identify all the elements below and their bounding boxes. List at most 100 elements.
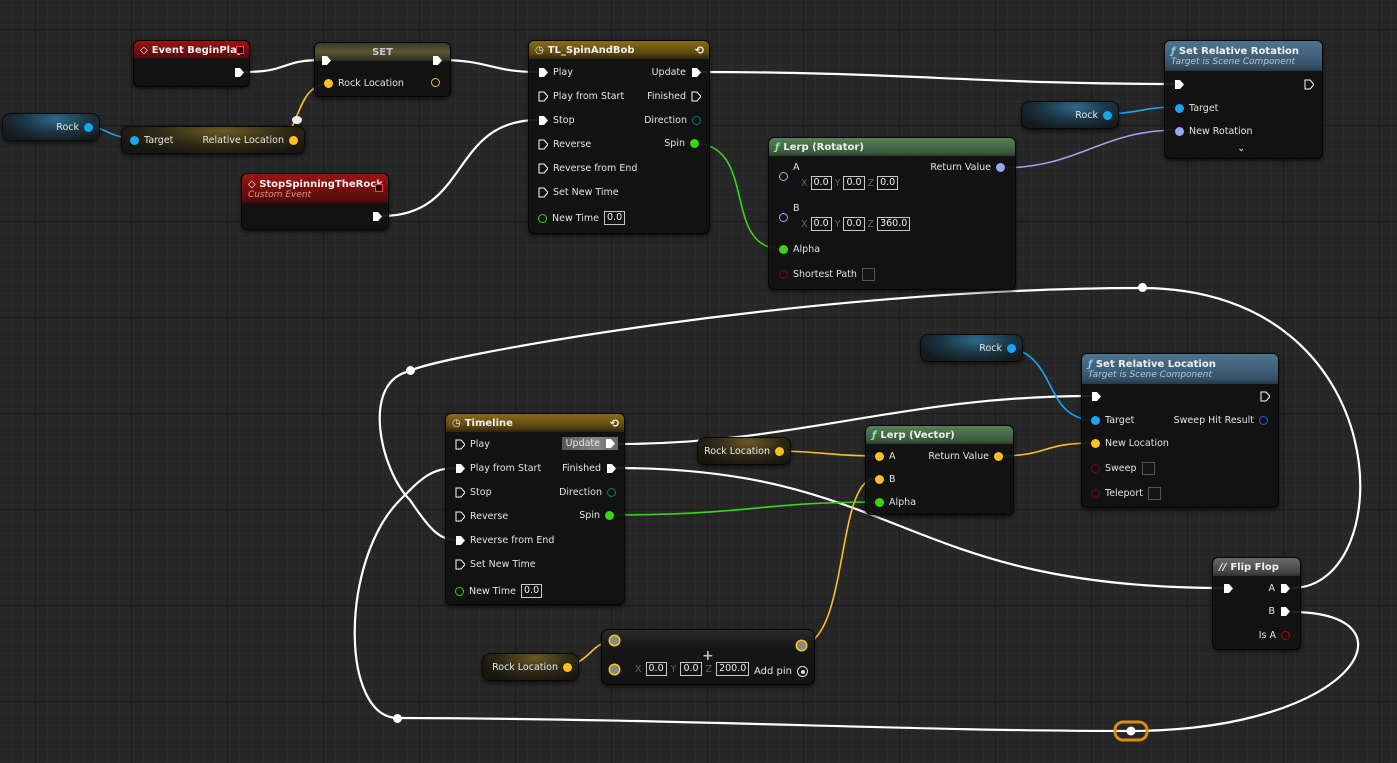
exec-out-pin[interactable] (1260, 391, 1270, 402)
set-new-time-input-pin[interactable]: Set New Time (538, 187, 619, 198)
rock-location-variable-get-node[interactable]: Rock Location (697, 437, 791, 465)
sweep-hit-result-output-pin[interactable]: Sweep Hit Result (1174, 415, 1268, 426)
vector-pin-icon[interactable] (563, 662, 572, 672)
rock-location-input-pin[interactable]: Rock Location (324, 78, 404, 89)
add-pin-button[interactable]: Add pin (754, 666, 808, 677)
alpha-input-pin[interactable]: Alpha (875, 497, 916, 508)
exec-out-pin[interactable] (234, 67, 244, 78)
object-pin-icon[interactable] (84, 122, 93, 132)
target-input-pin[interactable]: Target (130, 135, 173, 146)
play-from-start-input-pin[interactable]: Play from Start (538, 91, 624, 102)
stop-spinning-event-node[interactable]: ◇ StopSpinningTheRock Custom Event (241, 173, 389, 230)
a-output-pin[interactable]: A (1269, 583, 1290, 594)
object-pin-icon[interactable] (1103, 110, 1112, 120)
tl-spin-and-bob-node[interactable]: ◷ TL_SpinAndBob ⟲ Play Play from Start S… (528, 40, 710, 234)
delegate-pin-icon[interactable] (375, 184, 383, 192)
target-input-pin[interactable]: Target (1175, 103, 1218, 114)
b-x-field[interactable]: 0.0 (810, 217, 832, 231)
shortest-path-input-pin[interactable]: Shortest Path (779, 268, 875, 281)
b-z-field[interactable]: 360.0 (877, 217, 911, 231)
target-input-pin[interactable]: Target (1091, 415, 1134, 426)
set-relative-location-node[interactable]: ƒ Set Relative Location Target is Scene … (1081, 353, 1279, 508)
new-time-input-pin[interactable]: New Time 0.0 (538, 211, 626, 225)
rock-variable-get-node[interactable]: Rock (1021, 101, 1119, 129)
b-output-pin[interactable]: B (1268, 606, 1290, 617)
new-time-field[interactable]: 0.0 (604, 211, 626, 225)
b-x-field[interactable]: 0.0 (645, 662, 667, 676)
reroute-knot-left[interactable] (406, 366, 415, 375)
new-time-field[interactable]: 0.0 (521, 584, 543, 598)
sweep-input-pin[interactable]: Sweep (1091, 462, 1155, 475)
exec-in-pin[interactable] (1174, 79, 1184, 90)
output-pin[interactable] (797, 641, 806, 650)
flip-flop-node[interactable]: // Flip Flop A B Is A (1212, 557, 1301, 650)
stop-input-pin[interactable]: Stop (455, 487, 492, 498)
exec-out-pin[interactable] (372, 211, 382, 222)
reverse-from-end-input-pin[interactable]: Reverse from End (455, 535, 554, 546)
new-location-input-pin[interactable]: New Location (1091, 438, 1169, 449)
update-output-pin[interactable]: Update (652, 67, 701, 78)
exec-out-pin[interactable] (432, 55, 442, 66)
a-input-pin[interactable] (779, 172, 788, 181)
update-output-pin[interactable]: Update (561, 437, 618, 450)
rock-variable-get-node[interactable]: Rock (2, 113, 100, 141)
b-input-pin[interactable]: B (875, 474, 896, 485)
finished-output-pin[interactable]: Finished (562, 463, 616, 474)
rock-variable-get-node[interactable]: Rock (920, 334, 1023, 362)
vector-pin-icon[interactable] (775, 446, 784, 456)
play-input-pin[interactable]: Play (455, 439, 490, 450)
event-begin-play-node[interactable]: ◇ Event BeginPlay (133, 40, 250, 87)
set-relative-rotation-node[interactable]: ƒ Set Relative Rotation Target is Scene … (1164, 40, 1323, 159)
reverse-input-pin[interactable]: Reverse (538, 139, 591, 150)
shortest-path-checkbox[interactable] (861, 268, 875, 281)
is-a-output-pin[interactable]: Is A (1259, 630, 1290, 641)
chevron-down-icon[interactable]: ⌄ (1237, 143, 1246, 154)
b-y-field[interactable]: 0.0 (843, 217, 865, 231)
return-value-output-pin[interactable]: Return Value (928, 451, 1003, 462)
timeline-node[interactable]: ◷ Timeline ⟲ Play Play from Start Stop R… (445, 413, 625, 605)
set-new-time-input-pin[interactable]: Set New Time (455, 559, 536, 570)
a-y-field[interactable]: 0.0 (843, 176, 865, 190)
a-x-field[interactable]: 0.0 (810, 176, 832, 190)
stop-input-pin[interactable]: Stop (538, 115, 575, 126)
b-y-field[interactable]: 0.0 (680, 662, 702, 676)
b-input-pin[interactable] (779, 213, 788, 222)
spin-output-pin[interactable]: Spin (664, 138, 699, 149)
play-input-pin[interactable]: Play (538, 67, 573, 78)
finished-output-pin[interactable]: Finished (647, 91, 701, 102)
get-relative-location-node[interactable]: Target Relative Location (121, 126, 305, 154)
alpha-input-pin[interactable]: Alpha (779, 244, 820, 255)
exec-in-pin[interactable] (1223, 583, 1233, 594)
delegate-pin-icon[interactable] (236, 46, 244, 54)
play-from-start-input-pin[interactable]: Play from Start (455, 463, 541, 474)
teleport-input-pin[interactable]: Teleport (1091, 487, 1161, 500)
b-z-field[interactable]: 200.0 (716, 662, 750, 676)
relative-location-output-pin[interactable]: Relative Location (202, 135, 298, 146)
return-value-output-pin[interactable]: Return Value (930, 162, 1005, 173)
reverse-from-end-input-pin[interactable]: Reverse from End (538, 163, 637, 174)
sweep-checkbox[interactable] (1141, 462, 1155, 475)
new-time-input-pin[interactable]: New Time 0.0 (455, 584, 543, 598)
a-input-pin[interactable]: A (875, 451, 896, 462)
rock-location-output-pin[interactable] (431, 78, 440, 87)
spin-output-pin[interactable]: Spin (579, 510, 614, 521)
new-rotation-input-pin[interactable]: New Rotation (1175, 126, 1252, 137)
rock-location-variable-get-node[interactable]: Rock Location (482, 653, 579, 681)
a-z-field[interactable]: 0.0 (877, 176, 899, 190)
lerp-vector-node[interactable]: ƒ Lerp (Vector) A B Alpha Return Value (865, 425, 1014, 515)
direction-output-pin[interactable]: Direction (559, 487, 616, 498)
input-a-pin[interactable] (610, 636, 619, 645)
direction-output-pin[interactable]: Direction (644, 115, 701, 126)
object-pin-icon[interactable] (1007, 343, 1016, 353)
exec-in-pin[interactable] (1091, 391, 1101, 402)
set-rock-location-node[interactable]: SET Rock Location (314, 42, 451, 97)
reroute-knot-bottom[interactable] (393, 714, 402, 723)
reverse-input-pin[interactable]: Reverse (455, 511, 508, 522)
reroute-knot-top[interactable] (1138, 283, 1147, 292)
exec-in-pin[interactable] (321, 55, 331, 66)
teleport-checkbox[interactable] (1148, 487, 1161, 500)
exec-out-pin[interactable] (1304, 79, 1314, 90)
